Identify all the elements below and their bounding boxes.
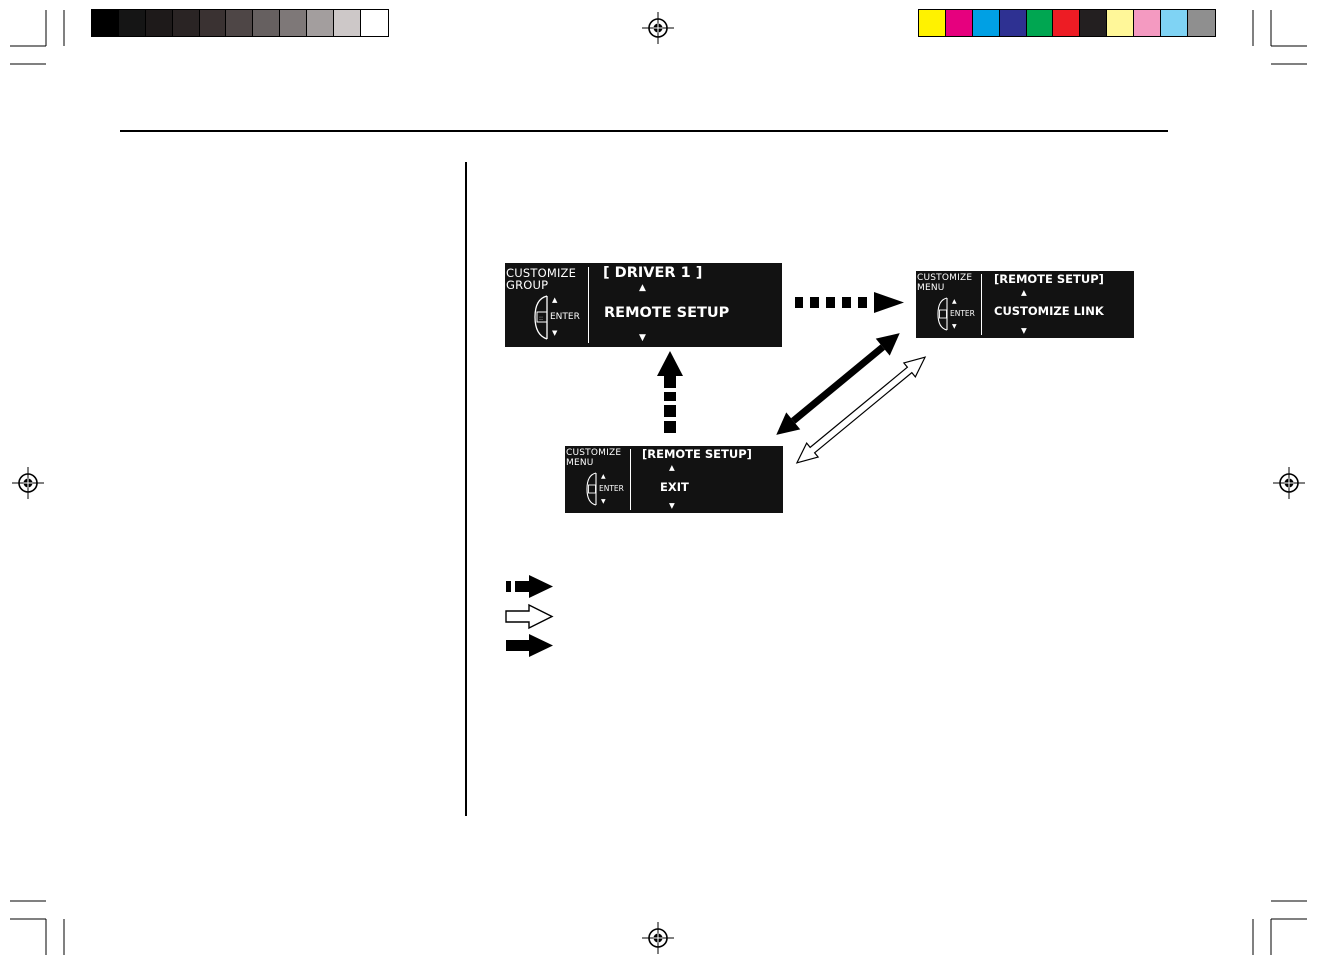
- display-menu-label: CUSTOMIZE MENU: [566, 448, 622, 468]
- dashed-arrow-right: [795, 292, 904, 313]
- outline-double-arrow: [795, 356, 927, 464]
- crop-mark-bottom-right: [1252, 900, 1307, 955]
- display-menu-label: CUSTOMIZE MENU: [917, 273, 973, 293]
- color-swatch: [360, 10, 388, 36]
- color-swatch: [1161, 10, 1188, 36]
- color-swatch: [1080, 10, 1108, 36]
- display-menu-item: REMOTE SETUP: [604, 305, 730, 321]
- solid-double-arrow: [776, 333, 900, 435]
- crop-mark-bottom-left: [10, 900, 65, 955]
- color-swatch: [118, 10, 146, 36]
- display-down-arrow: ▼: [669, 501, 675, 510]
- display-divider: [588, 267, 589, 343]
- display-up-arrow: ▲: [639, 283, 646, 293]
- color-swatch: [972, 10, 1000, 36]
- svg-text:::: ::: [539, 315, 543, 322]
- legend-solid-arrow-icon: [506, 634, 553, 657]
- enter-up-arrow: ▲: [952, 298, 957, 305]
- enter-label: ENTER: [550, 312, 580, 322]
- registration-target-bottom: [642, 922, 674, 954]
- display-bracket-title: [REMOTE SETUP]: [994, 272, 1104, 286]
- display-bracket-title: [REMOTE SETUP]: [642, 447, 752, 461]
- process-color-bar: [918, 9, 1216, 37]
- color-swatch: [945, 10, 973, 36]
- color-swatch: [334, 10, 361, 36]
- enter-up-arrow: ▲: [601, 473, 606, 480]
- crop-mark-top-left: [10, 10, 65, 65]
- display-divider: [981, 274, 982, 335]
- display-up-arrow: ▲: [1021, 288, 1027, 297]
- display-down-arrow: ▼: [639, 333, 646, 343]
- display-group-label: CUSTOMIZE GROUP: [506, 266, 577, 292]
- crop-mark-top-right: [1252, 10, 1307, 65]
- enter-label: ENTER: [599, 484, 624, 493]
- color-swatch: [92, 10, 119, 36]
- registration-target-top: [642, 12, 674, 44]
- enter-down-arrow: ▼: [552, 329, 558, 337]
- display-driver-remote-setup: CUSTOMIZE GROUP :: ▲ ENTER ▼ [ DRIVER 1 …: [505, 263, 782, 347]
- registration-target-left: [12, 467, 44, 499]
- color-swatch: [199, 10, 227, 36]
- color-swatch: [253, 10, 281, 36]
- color-swatch: [172, 10, 200, 36]
- legend-dashed-arrow-icon: [506, 575, 553, 598]
- color-swatch: [1026, 10, 1054, 36]
- enter-knob-icon: [937, 297, 948, 331]
- display-menu-item: EXIT: [660, 480, 689, 494]
- enter-knob-icon: [586, 472, 597, 506]
- color-swatch: [226, 10, 254, 36]
- enter-knob-icon: ::: [534, 295, 548, 340]
- enter-label: ENTER: [950, 309, 975, 318]
- color-swatch: [1187, 10, 1215, 36]
- color-swatch: [1107, 10, 1135, 36]
- display-bracket-title: [ DRIVER 1 ]: [603, 265, 703, 281]
- enter-up-arrow: ▲: [552, 296, 558, 304]
- display-menu-item: CUSTOMIZE LINK: [994, 304, 1104, 318]
- display-divider: [630, 449, 631, 510]
- display-down-arrow: ▼: [1021, 326, 1027, 335]
- color-swatch: [999, 10, 1027, 36]
- dashed-arrow-up: [657, 351, 683, 433]
- color-swatch: [280, 10, 308, 36]
- legend-outline-arrow-icon: [505, 603, 554, 630]
- color-swatch: [307, 10, 335, 36]
- color-swatch: [1053, 10, 1081, 36]
- display-customize-link: CUSTOMIZE MENU ▲ ENTER ▼ [REMOTE SETUP] …: [916, 271, 1134, 338]
- color-swatch: [145, 10, 173, 36]
- display-up-arrow: ▲: [669, 463, 675, 472]
- color-swatch: [919, 10, 946, 36]
- display-exit: CUSTOMIZE MENU ▲ ENTER ▼ [REMOTE SETUP] …: [565, 446, 783, 513]
- grayscale-color-bar: [91, 9, 389, 37]
- registration-target-right: [1273, 467, 1305, 499]
- color-swatch: [1134, 10, 1162, 36]
- enter-down-arrow: ▼: [952, 323, 957, 330]
- enter-down-arrow: ▼: [601, 498, 606, 505]
